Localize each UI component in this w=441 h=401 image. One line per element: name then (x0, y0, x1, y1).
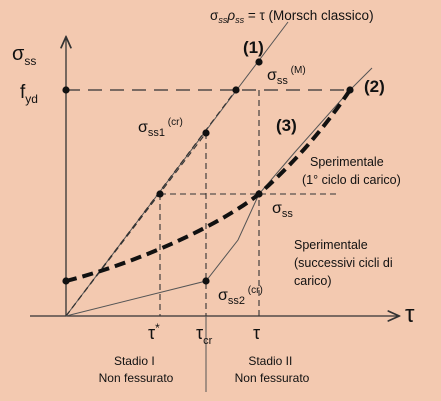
experimental-first-label: Sperimentale (1° ciclo di carico) (302, 155, 401, 187)
curve-3-label: (3) (276, 116, 297, 135)
sigma-ss1-slope-line (65, 132, 207, 317)
stage-2-label: Stadio II Non fessurato (235, 354, 310, 385)
point-tau-star (156, 190, 164, 198)
sigma-ss-M-label: σss (M) (267, 65, 306, 87)
stage-1-label: Stadio I Non fessurato (99, 354, 174, 385)
tick-tau-cr: τcr (196, 323, 213, 347)
point-sigma-ss (255, 190, 263, 198)
sigma-ss-label: σss (272, 200, 293, 220)
point-fyd-axis (62, 86, 70, 94)
sigma-ss2-cr-label: σss2 (cr) (218, 285, 263, 307)
point-origin-curve3 (62, 277, 70, 285)
sigma-ss1-cr-label: σss1 (cr) (138, 117, 183, 139)
x-axis-label: τ (405, 301, 415, 328)
tick-tau-star: τ* (148, 321, 160, 343)
tick-tau: τ (253, 323, 260, 343)
morsch-formula-label: σssρss = τ (Morsch classico) (210, 8, 374, 25)
point-fyd-curve-end (346, 86, 354, 94)
fyd-label: fyd (20, 82, 38, 106)
point-sigma-ss2-cr (202, 277, 210, 285)
point-sigma-ss-M (255, 58, 263, 66)
curve-1-label: (1) (243, 38, 264, 57)
point-sigma-ss1-cr (202, 129, 210, 137)
experimental-first-cycle-curve (65, 88, 352, 283)
tau-star-slope-line (65, 89, 237, 317)
curve-2-label: (2) (364, 77, 385, 96)
y-axis-label: σss (12, 43, 36, 68)
point-tau-star-top (232, 86, 240, 94)
experimental-next-label: Sperimentale (successivi cicli di carico… (294, 238, 396, 288)
